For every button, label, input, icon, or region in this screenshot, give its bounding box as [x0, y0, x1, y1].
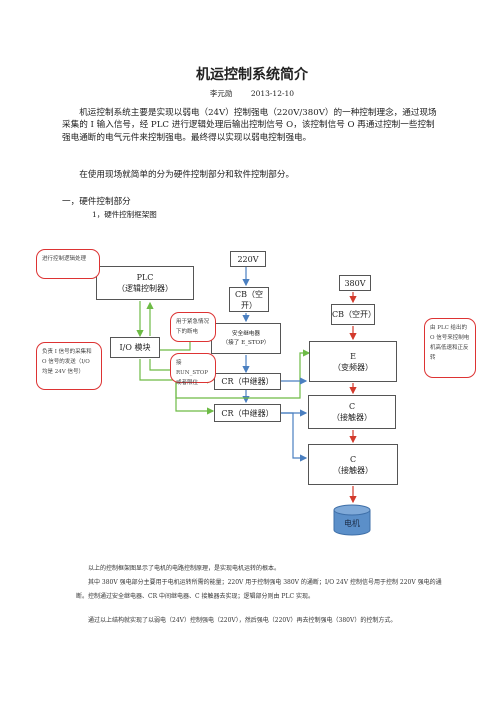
contactor-2-sublabel: （接触器） [333, 465, 373, 475]
motor-cylinder: 电机 [333, 504, 371, 536]
callout-estop: 用于紧急情况下的断电 [170, 312, 216, 342]
plc-box: PLC （逻辑控制器） [96, 266, 194, 300]
cr-relay-2-label: CR（中继器） [221, 408, 274, 418]
subsection-heading: 1，硬件控制框架图 [92, 210, 157, 219]
summary-paragraph-1: 以上的控制框架图显示了电机的电路控制原理，是实现电机运转的根本。 [88, 565, 281, 572]
cb-220-label: CB（空开） [235, 289, 263, 310]
contactor-1-sublabel: （接触器） [332, 413, 372, 422]
summary-paragraph-2: 其中 380V 强电部分主要用于电机运转所需的能量；220V 用于控制强电 38… [76, 579, 442, 600]
plc-sublabel: （逻辑控制器） [117, 284, 173, 293]
safety-relay-sublabel: （接了 E_STOP） [222, 339, 270, 346]
plc-label: PLC [136, 273, 154, 282]
author-line: 李元勋 2013-12-10 [0, 88, 504, 99]
intro-paragraph-2: 在使用现场就简单的分为硬件控制部分和软件控制部分。 [79, 170, 295, 180]
vfd-label: E [350, 351, 356, 361]
cb-380-box: CB（空开） [331, 304, 376, 325]
callout-plc-logic: 进行控制逻辑处理 [36, 249, 100, 279]
cr-relay-1-box: CR（中继器） [214, 373, 281, 390]
callout-io-signals: 负责 I 信号的采集和 O 信号的发送（I/O 均是 24V 信号） [36, 342, 102, 390]
author-name: 李元勋 [209, 89, 233, 98]
document-title: 机运控制系统简介 [196, 67, 308, 83]
callout-vfd-control: 由 PLC 给出的 O 信号来控制电机高低速和正反转 [424, 318, 476, 378]
contactor-2-box: C （接触器） [308, 444, 398, 485]
safety-relay-label: 安全继电器 [232, 330, 260, 337]
contactor-1-label: C [348, 402, 356, 411]
v220-box: 220V [230, 251, 266, 267]
v380-box: 380V [339, 275, 371, 291]
contactor-2-label: C [349, 454, 357, 464]
io-module-box: I/O 模块 [110, 337, 160, 358]
cr2-to-c2-arrow [281, 412, 308, 462]
summary-paragraph-3: 通过以上结构就实现了以弱电（24V）控制强电（220V），然后强电（220V）再… [88, 617, 397, 624]
vfd-sublabel: （变频器） [333, 362, 373, 372]
v220-label: 220V [237, 254, 259, 264]
v380-label: 380V [344, 278, 366, 288]
cb-380-label: CB（空开） [332, 310, 376, 319]
safety-relay-box: 安全继电器 （接了 E_STOP） [211, 323, 281, 354]
io-to-vfd-wire [175, 349, 311, 399]
io-module-label: I/O 模块 [119, 343, 151, 352]
callout-runstop: 接 RUN_STOP 或者限位 [170, 353, 216, 386]
intro-paragraph-1: 机运控制系统主要是实现以弱电（24V）控制强电（220V/380V）的一种控制理… [62, 108, 437, 143]
vfd-box: E （变频器） [309, 341, 397, 382]
cr-relay-2-box: CR（中继器） [214, 404, 281, 422]
document-date: 2013-12-10 [250, 89, 295, 98]
motor-label: 电机 [344, 518, 360, 528]
cr-relay-1-label: CR（中继器） [221, 377, 274, 386]
contactor-1-box: C （接触器） [308, 395, 396, 429]
section-heading: 一，硬件控制部分 [62, 197, 131, 207]
cb-220-box: CB（空开） [229, 287, 269, 312]
